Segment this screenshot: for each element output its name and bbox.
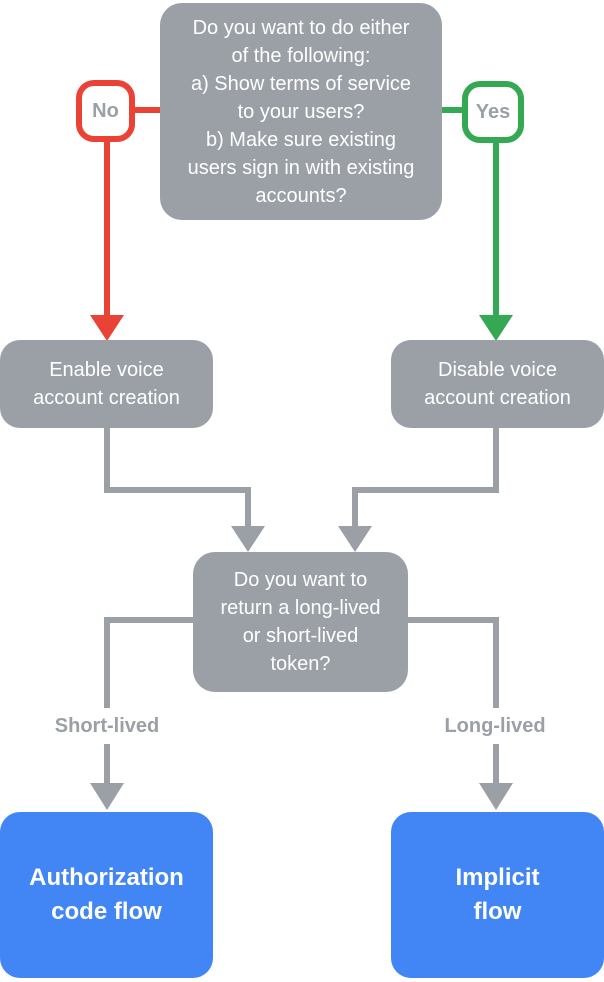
long-lived-arrowhead-icon xyxy=(479,783,513,810)
flow-node-implicit-flow: Implicit flow xyxy=(391,812,604,978)
flow-node-top-question: Do you want to do either of the followin… xyxy=(160,3,442,220)
merge-left-arrowhead-icon xyxy=(231,526,265,552)
merge-right-vertical-line xyxy=(352,487,358,527)
merge-left-horizontal-line xyxy=(104,487,251,493)
enable-out-vertical-line xyxy=(104,428,110,493)
long-lived-edge-label: Long-lived xyxy=(410,708,580,744)
short-lived-horizontal-line xyxy=(104,617,193,623)
yes-branch-arrowhead-icon xyxy=(479,315,513,341)
merge-right-horizontal-line xyxy=(352,487,499,493)
yes-decision-label: Yes xyxy=(462,81,524,143)
long-lived-horizontal-line xyxy=(408,617,499,623)
long-lived-vertical-line xyxy=(493,617,499,783)
no-decision-label: No xyxy=(76,80,135,142)
yes-branch-vertical-line xyxy=(493,141,499,315)
disable-out-vertical-line xyxy=(493,428,499,493)
no-branch-horizontal-line xyxy=(135,107,160,113)
short-lived-vertical-line xyxy=(104,617,110,783)
merge-left-vertical-line xyxy=(245,487,251,527)
no-branch-vertical-line xyxy=(104,140,110,315)
flow-node-disable-voice-account-creation: Disable voice account creation xyxy=(391,340,604,428)
short-lived-arrowhead-icon xyxy=(90,783,124,810)
yes-branch-horizontal-line xyxy=(442,107,463,113)
flow-node-authorization-code-flow: Authorization code flow xyxy=(0,812,213,978)
merge-right-arrowhead-icon xyxy=(338,526,372,552)
flow-node-enable-voice-account-creation: Enable voice account creation xyxy=(0,340,213,428)
flow-node-token-question: Do you want to return a long-lived or sh… xyxy=(193,552,408,692)
short-lived-edge-label: Short-lived xyxy=(22,708,192,744)
no-branch-arrowhead-icon xyxy=(90,315,124,341)
